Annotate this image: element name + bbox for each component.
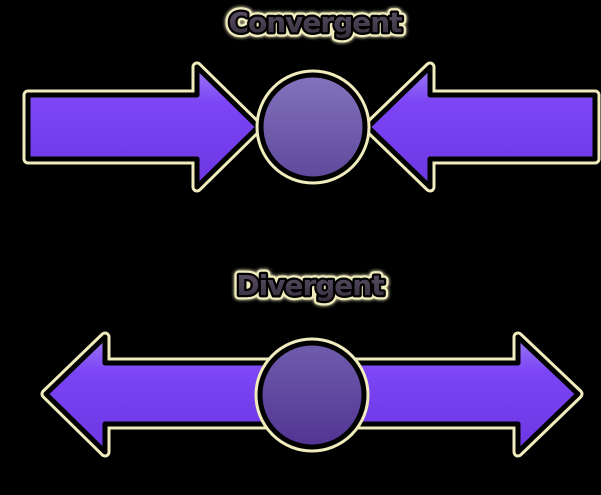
convergent-section: Convergent Convergent Convergent Converg… (22, 1, 601, 193)
divergent-section: Divergent Divergent Divergent Divergent (40, 264, 584, 458)
convergent-node (255, 69, 371, 185)
convergent-title-outline: Convergent (228, 6, 402, 39)
convergent-right-arrow-shape (365, 64, 598, 190)
convergent-right-arrow (362, 61, 601, 193)
convergent-left-arrow (22, 61, 264, 193)
convergent-title: Convergent Convergent Convergent Converg… (223, 1, 408, 44)
divergent-title-outline: Divergent (236, 269, 384, 302)
divergent-node (254, 337, 370, 453)
divergent-title-stroke: Divergent (236, 269, 384, 302)
convergent-title-stroke: Convergent (228, 6, 402, 39)
divergent-title-glow: Divergent (236, 269, 384, 302)
divergent-node-circle (257, 340, 367, 450)
convergent-node-circle (258, 72, 368, 182)
convergent-title-glow: Convergent (228, 6, 402, 39)
divergent-title: Divergent Divergent Divergent Divergent (231, 264, 390, 307)
convergent-title-text: Convergent (228, 6, 402, 39)
divergent-title-text: Divergent (236, 269, 384, 302)
convergent-left-arrow-shape (25, 64, 261, 190)
